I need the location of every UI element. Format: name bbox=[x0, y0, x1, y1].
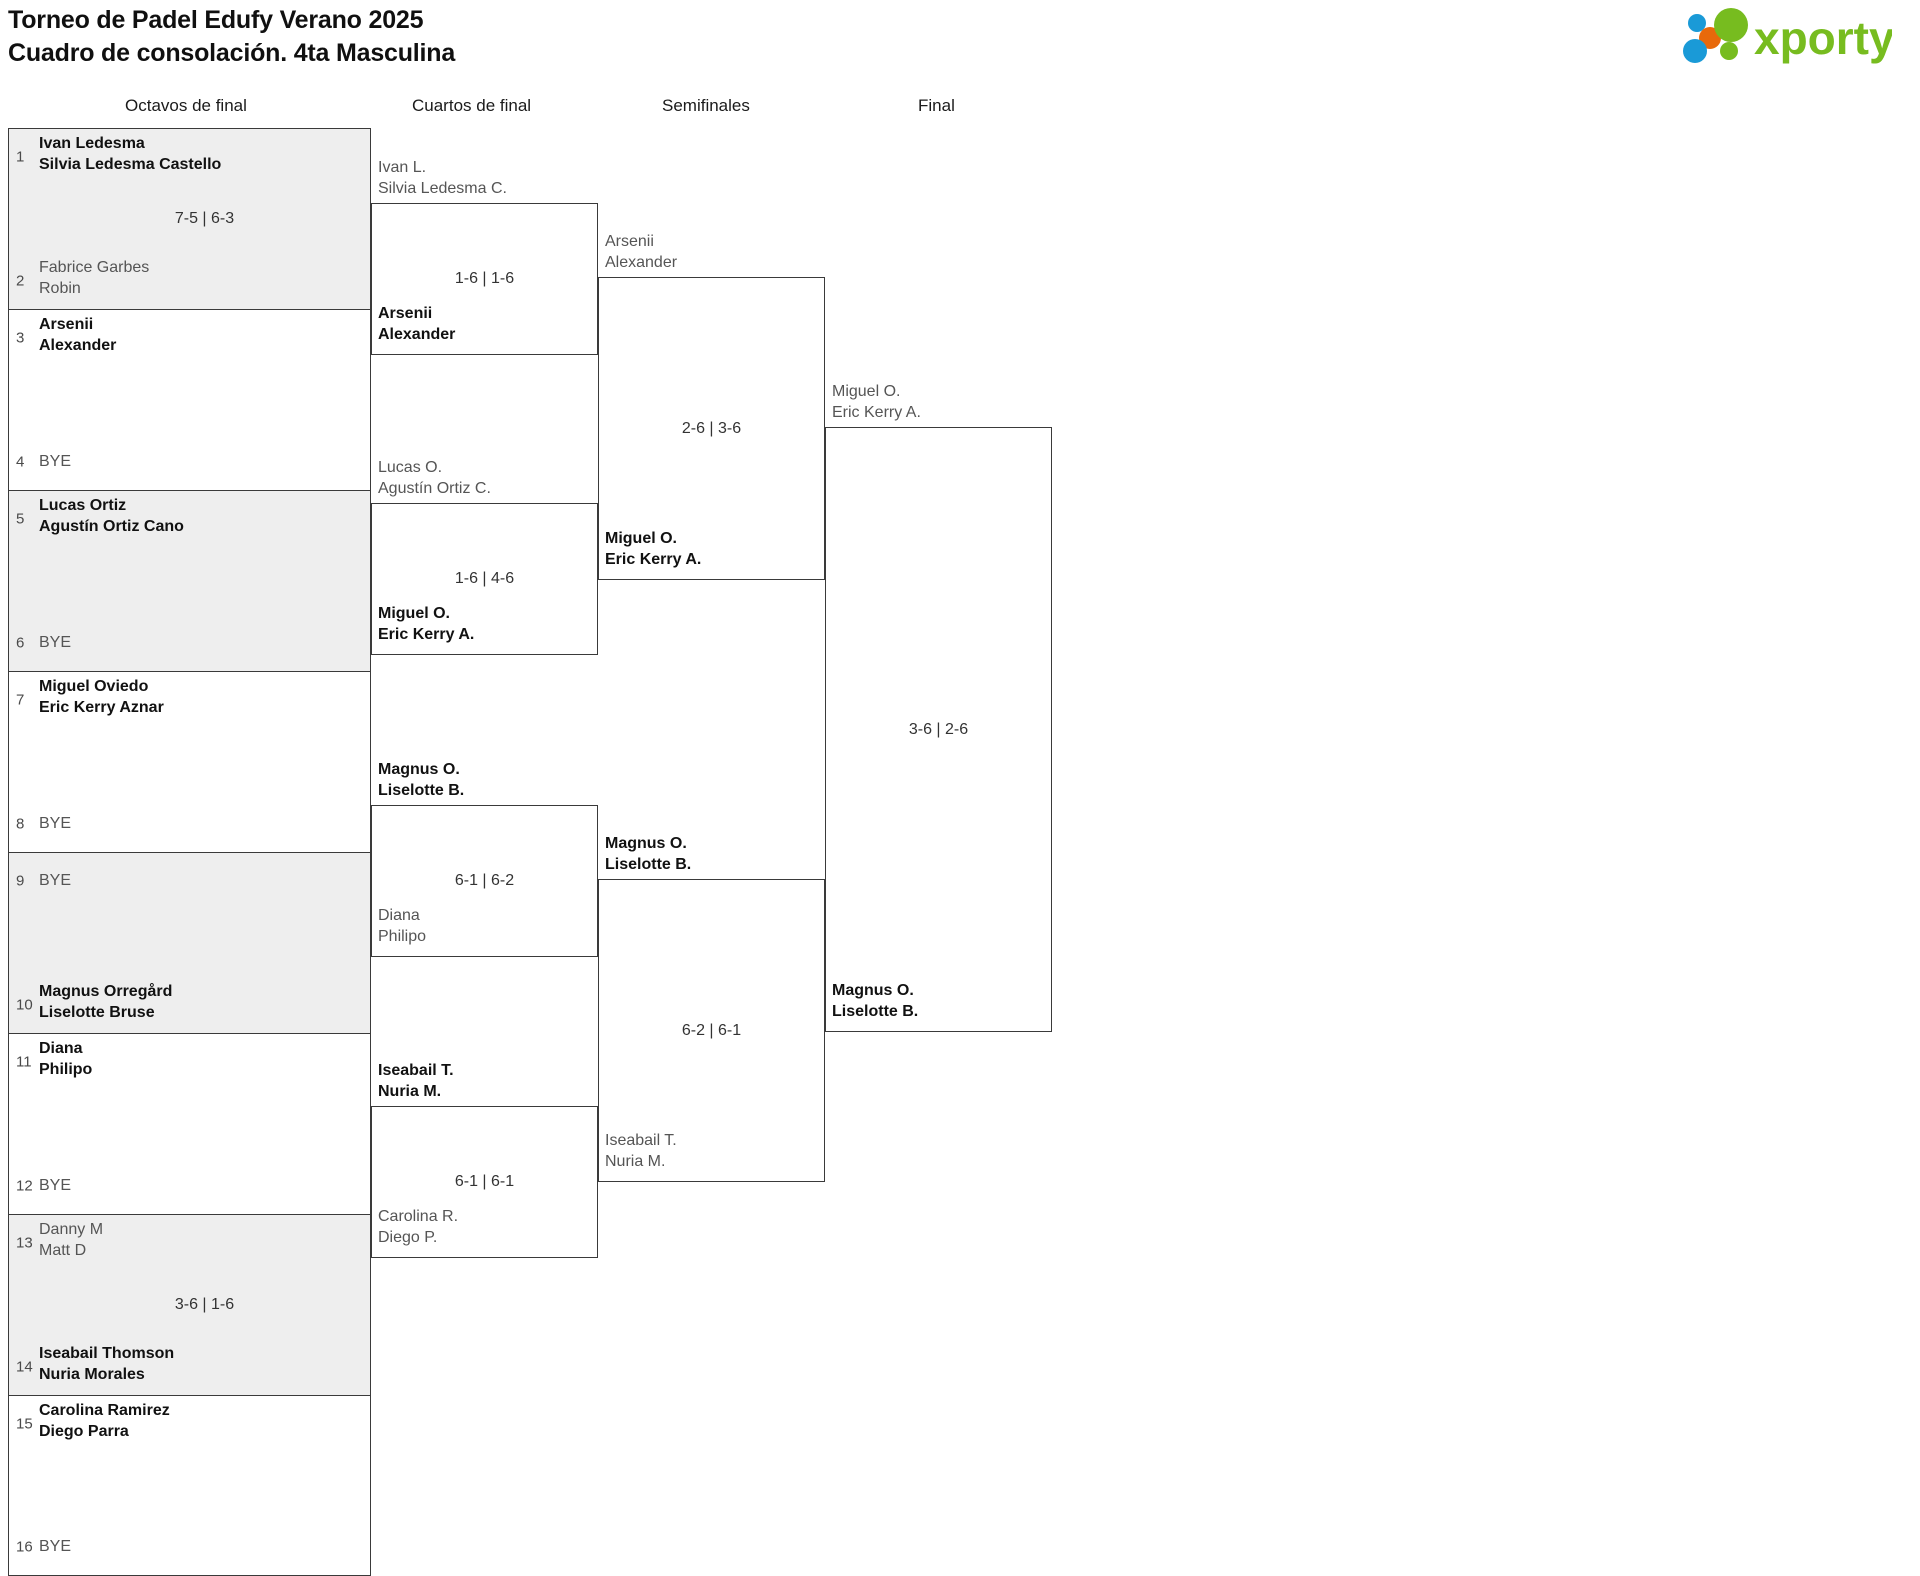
player-names: Danny M Matt D bbox=[39, 1221, 104, 1259]
player-names: BYE bbox=[39, 815, 72, 832]
seed-number: 11 bbox=[16, 1053, 32, 1071]
qf-2-loser: Lucas O. Agustín Ortiz C. bbox=[378, 459, 491, 498]
sf-2-winner: Magnus O. Liselotte B. bbox=[605, 835, 692, 874]
r16-slot-8[interactable]: 8 BYE bbox=[9, 801, 372, 847]
round-header-final: Final bbox=[918, 96, 955, 115]
player-names: Ivan Ledesma Silvia Ledesma Castello bbox=[39, 135, 222, 173]
qf-3-loser: Diana Philipo bbox=[378, 907, 427, 946]
sf-2-score: 6-2 | 6-1 bbox=[681, 1021, 742, 1039]
qf-4-loser: Carolina R. Diego P. bbox=[378, 1208, 459, 1247]
seed-number: 3 bbox=[16, 329, 25, 347]
seed-number: 8 bbox=[16, 815, 25, 833]
xporty-logo: xporty bbox=[1682, 6, 1892, 68]
qf-match-2[interactable]: Lucas O. Agustín Ortiz C. 1-6 | 4-6 Migu… bbox=[371, 459, 598, 655]
qf-3-winner: Magnus O. Liselotte B. bbox=[378, 761, 465, 800]
r16-match-2[interactable]: 3 Arsenii Alexander 4 BYE bbox=[8, 309, 371, 490]
seed-number: 12 bbox=[16, 1177, 33, 1195]
r16-slot-3[interactable]: 3 Arsenii Alexander bbox=[9, 315, 372, 361]
final-score: 3-6 | 2-6 bbox=[908, 720, 969, 738]
sf-2-loser: Iseabail T. Nuria M. bbox=[605, 1132, 677, 1171]
player-names: Iseabail Thomson Nuria Morales bbox=[39, 1345, 175, 1383]
sf-match-2[interactable]: Magnus O. Liselotte B. 6-2 | 6-1 Iseabai… bbox=[598, 835, 825, 1182]
player-names: Miguel Oviedo Eric Kerry Aznar bbox=[39, 678, 164, 716]
r16-slot-7[interactable]: 7 Miguel Oviedo Eric Kerry Aznar bbox=[9, 677, 372, 723]
qf-1-loser: Ivan L. Silvia Ledesma C. bbox=[378, 159, 507, 198]
player-names: Diana Philipo bbox=[39, 1040, 93, 1078]
player-names: Carolina Ramirez Diego Parra bbox=[39, 1402, 170, 1440]
seed-number: 1 bbox=[16, 148, 25, 166]
r16-match-3[interactable]: 5 Lucas Ortiz Agustín Ortiz Cano 6 BYE bbox=[8, 490, 371, 671]
round-header-cuartos: Cuartos de final bbox=[412, 96, 532, 115]
sf-1-winner: Miguel O. Eric Kerry A. bbox=[605, 530, 702, 569]
r16-slot-12[interactable]: 12 BYE bbox=[9, 1163, 372, 1209]
seed-number: 5 bbox=[16, 510, 25, 528]
r16-slot-6[interactable]: 6 BYE bbox=[9, 620, 372, 666]
player-names: Fabrice Garbes Robin bbox=[39, 259, 150, 297]
title-line-2: Cuadro de consolación. 4ta Masculina bbox=[8, 38, 456, 67]
page-title: Torneo de Padel Edufy Verano 2025 Cuadro… bbox=[8, 4, 455, 69]
round-header-octavos: Octavos de final bbox=[125, 96, 247, 115]
qf-1-score: 1-6 | 1-6 bbox=[454, 270, 515, 287]
qf-match-3[interactable]: Magnus O. Liselotte B. 6-1 | 6-2 Diana P… bbox=[371, 761, 598, 957]
player-names: Magnus Orregård Liselotte Bruse bbox=[39, 983, 173, 1021]
r16-slot-9[interactable]: 9 BYE bbox=[9, 858, 372, 904]
bracket-page: Torneo de Padel Edufy Verano 2025 Cuadro… bbox=[8, 4, 1892, 1576]
r16-slot-10[interactable]: 10 Magnus Orregård Liselotte Bruse bbox=[9, 982, 372, 1028]
player-names: BYE bbox=[39, 1177, 72, 1194]
qf-1-winner: Arsenii Alexander bbox=[378, 305, 456, 344]
r16-slot-2[interactable]: 2 Fabrice Garbes Robin bbox=[9, 258, 372, 304]
r16-match-5[interactable]: 9 BYE 10 Magnus Orregård Liselotte Bruse bbox=[8, 852, 371, 1033]
qf-2-winner: Miguel O. Eric Kerry A. bbox=[378, 605, 475, 644]
player-names: Arsenii Alexander bbox=[39, 316, 117, 354]
sf-1-score: 2-6 | 3-6 bbox=[681, 419, 742, 437]
qf-2-score: 1-6 | 4-6 bbox=[454, 570, 515, 587]
sf-match-1[interactable]: Arsenii Alexander 2-6 | 3-6 Miguel O. Er… bbox=[598, 233, 825, 580]
svg-text:xporty: xporty bbox=[1754, 12, 1892, 64]
player-names: BYE bbox=[39, 634, 72, 651]
r16-match-6[interactable]: 11 Diana Philipo 12 BYE bbox=[8, 1033, 371, 1214]
seed-number: 7 bbox=[16, 691, 25, 709]
r16-slot-13[interactable]: 13 Danny M Matt D bbox=[9, 1220, 372, 1266]
final-loser: Miguel O. Eric Kerry A. bbox=[832, 383, 921, 422]
final-winner: Magnus O. Liselotte B. bbox=[832, 982, 919, 1021]
player-names: BYE bbox=[39, 872, 72, 889]
r16-match-7[interactable]: 13 Danny M Matt D 3-6 | 1-6 14 Iseabail … bbox=[8, 1214, 371, 1395]
match-score: 3-6 | 1-6 bbox=[174, 1296, 235, 1313]
player-names: BYE bbox=[39, 453, 72, 470]
final-match[interactable]: Miguel O. Eric Kerry A. 3-6 | 2-6 Magnus… bbox=[825, 383, 1052, 1032]
r16-slot-16[interactable]: 16 BYE bbox=[9, 1524, 372, 1570]
seed-number: 2 bbox=[16, 272, 25, 290]
r16-match-1[interactable]: 1 Ivan Ledesma Silvia Ledesma Castello 7… bbox=[8, 128, 371, 309]
qf-match-1[interactable]: Ivan L. Silvia Ledesma C. 1-6 | 1-6 Arse… bbox=[371, 159, 598, 355]
qf-match-4[interactable]: Iseabail T. Nuria M. 6-1 | 6-1 Carolina … bbox=[371, 1062, 598, 1258]
r16-match-4[interactable]: 7 Miguel Oviedo Eric Kerry Aznar 8 BYE bbox=[8, 671, 371, 852]
match-score: 7-5 | 6-3 bbox=[174, 210, 235, 227]
seed-number: 15 bbox=[16, 1415, 33, 1433]
seed-number: 4 bbox=[16, 453, 25, 471]
seed-number: 10 bbox=[16, 996, 33, 1014]
seed-number: 6 bbox=[16, 634, 25, 652]
r16-slot-14[interactable]: 14 Iseabail Thomson Nuria Morales bbox=[9, 1344, 372, 1390]
title-line-1: Torneo de Padel Edufy Verano 2025 bbox=[8, 6, 424, 34]
qf-4-winner: Iseabail T. Nuria M. bbox=[378, 1062, 454, 1101]
sf-1-loser: Arsenii Alexander bbox=[605, 233, 678, 272]
r16-slot-5[interactable]: 5 Lucas Ortiz Agustín Ortiz Cano bbox=[9, 496, 372, 542]
r16-slot-15[interactable]: 15 Carolina Ramirez Diego Parra bbox=[9, 1401, 372, 1447]
logo-dot-cluster bbox=[1683, 8, 1748, 63]
seed-number: 13 bbox=[16, 1234, 33, 1252]
round-of-16-column: 1 Ivan Ledesma Silvia Ledesma Castello 7… bbox=[8, 128, 371, 1576]
r16-slot-1[interactable]: 1 Ivan Ledesma Silvia Ledesma Castello bbox=[9, 134, 372, 180]
r16-slot-11[interactable]: 11 Diana Philipo bbox=[9, 1039, 372, 1085]
qf-4-score: 6-1 | 6-1 bbox=[454, 1173, 515, 1190]
player-names: Lucas Ortiz Agustín Ortiz Cano bbox=[39, 497, 184, 535]
seed-number: 14 bbox=[16, 1358, 33, 1376]
r16-slot-4[interactable]: 4 BYE bbox=[9, 439, 372, 485]
seed-number: 16 bbox=[16, 1538, 33, 1556]
qf-3-score: 6-1 | 6-2 bbox=[454, 872, 515, 889]
player-names: BYE bbox=[39, 1538, 72, 1555]
seed-number: 9 bbox=[16, 872, 25, 890]
r16-match-8[interactable]: 15 Carolina Ramirez Diego Parra 16 BYE bbox=[8, 1395, 371, 1576]
round-header-semifinales: Semifinales bbox=[662, 96, 750, 115]
